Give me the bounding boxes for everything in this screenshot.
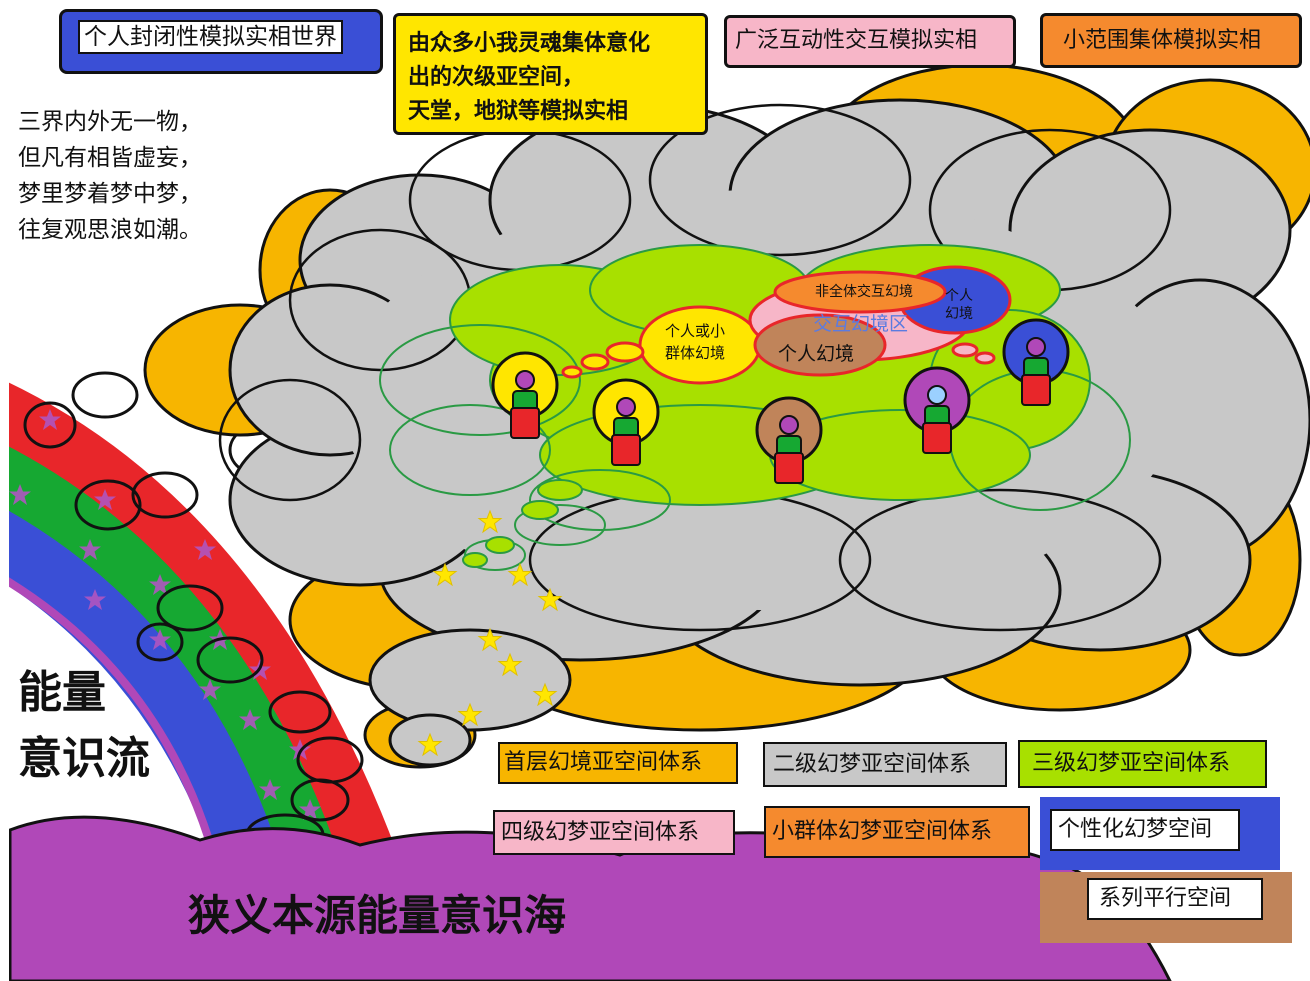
poem-line-2: 但凡有相皆虚妄，	[18, 145, 202, 171]
poem-line-1: 三界内外无一物，	[18, 109, 202, 135]
personal-or-group-label: 个人或小 群体幻境	[665, 320, 725, 364]
sub-space-label: 由众多小我灵魂集体意化 出的次级亚空间， 天堂，地狱等模拟实相	[393, 13, 708, 135]
green-trail	[462, 479, 583, 568]
figure-yellow-1	[491, 351, 559, 439]
legend-parallel: 系列平行空间	[1087, 878, 1263, 920]
personal-small-line-2: 幻境	[945, 306, 973, 322]
legend-parallel-box: 系列平行空间	[1040, 872, 1292, 943]
personal-illusion-label: 个人幻境	[778, 343, 855, 365]
sub-space-line-3: 天堂，地狱等模拟实相	[408, 98, 629, 124]
blue-cloud	[773, 265, 1012, 365]
energy-stream-label: 能量 意识流	[18, 660, 150, 792]
legend-personal-box: 个性化幻梦空间	[1040, 797, 1280, 870]
legend-fourth: 四级幻梦亚空间体系	[493, 810, 735, 855]
figure-brown	[755, 396, 823, 484]
non-total-interactive-label: 非全体交互幻境	[815, 284, 913, 300]
interactive-label: 广泛互动性交互模拟实相	[724, 15, 1016, 68]
figure-blue	[1002, 318, 1070, 406]
interactive-zone-label: 交互幻境区	[813, 313, 909, 335]
poem: 三界内外无一物， 但凡有相皆虚妄， 梦里梦着梦中梦， 往复观思浪如潮。	[18, 104, 202, 248]
figure-purple	[903, 366, 971, 454]
energy-stream-line-2: 意识流	[18, 733, 150, 784]
poem-line-3: 梦里梦着梦中梦，	[18, 181, 202, 207]
legend-third: 三级幻梦亚空间体系	[1018, 740, 1267, 788]
legend-first: 首层幻境亚空间体系	[498, 742, 738, 784]
sub-space-line-2: 出的次级亚空间，	[408, 64, 585, 90]
legend-personal: 个性化幻梦空间	[1050, 809, 1240, 851]
sub-space-line-1: 由众多小我灵魂集体意化	[408, 30, 651, 56]
energy-stream-line-1: 能量	[18, 667, 106, 718]
personal-small-label: 个人 幻境	[945, 287, 973, 323]
legend-small-group: 小群体幻梦亚空间体系	[764, 806, 1030, 858]
personal-world-text: 个人封闭性模拟实相世界	[78, 20, 343, 54]
poem-line-4: 往复观思浪如潮。	[18, 217, 202, 243]
personal-or-group-line-2: 群体幻境	[665, 344, 726, 362]
legend-second: 二级幻梦亚空间体系	[763, 742, 1007, 787]
personal-or-group-line-1: 个人或小	[665, 322, 726, 340]
personal-small-line-1: 个人	[945, 288, 973, 304]
sea-label: 狭义本源能量意识海	[188, 891, 567, 940]
personal-world-label: 个人封闭性模拟实相世界	[59, 9, 383, 74]
gray-cloud-outlines	[218, 103, 1172, 632]
figure-yellow-2	[592, 378, 660, 466]
small-group-label: 小范围集体模拟实相	[1040, 13, 1302, 68]
